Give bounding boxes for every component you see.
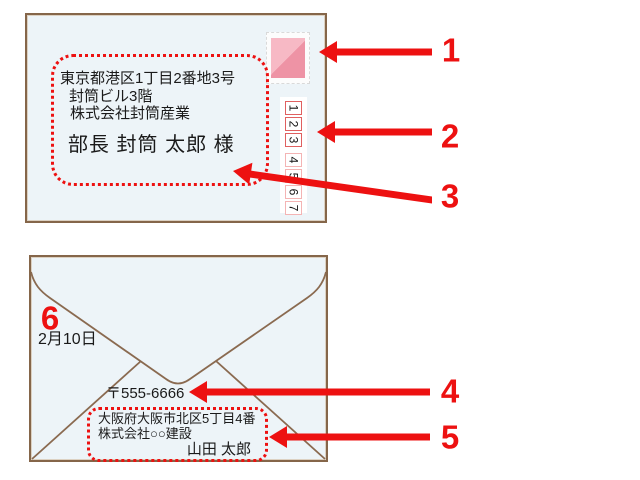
callout-number-2: 2 bbox=[440, 117, 460, 155]
postal-digit: 5 bbox=[286, 172, 301, 180]
callout-number-4: 4 bbox=[440, 372, 460, 410]
sender-address-dotted-box: 大阪府大阪市北区5丁目4番 株式会社○○建設 山田 太郎 bbox=[87, 407, 268, 462]
postal-digit: 6 bbox=[286, 188, 301, 196]
sender-address-line1: 大阪府大阪市北区5丁目4番 bbox=[98, 411, 256, 426]
postal-code-boxes: 1 2 3 4 5 6 7 bbox=[280, 97, 307, 215]
postal-code-box: 2 bbox=[285, 117, 302, 131]
postal-digit: 2 bbox=[286, 120, 301, 128]
postal-code-box: 3 bbox=[285, 133, 302, 147]
postage-stamp-icon bbox=[266, 32, 310, 84]
recipient-name: 部長 封筒 太郎 様 bbox=[68, 134, 235, 156]
postal-code-box: 4 bbox=[285, 153, 302, 167]
postal-code-box: 6 bbox=[285, 185, 302, 199]
sender-name: 山田 太郎 bbox=[186, 441, 251, 458]
date-label: 2月10日 bbox=[38, 331, 97, 348]
recipient-address-line1: 東京都港区1丁目2番地3号 bbox=[60, 70, 236, 87]
callout-number-1: 1 bbox=[441, 31, 461, 69]
arrow-1-stamp bbox=[319, 41, 432, 63]
arrow-2-postal-boxes bbox=[317, 121, 432, 143]
postal-code-box: 7 bbox=[285, 201, 302, 215]
postal-digit: 3 bbox=[286, 136, 301, 144]
envelope-front: 東京都港区1丁目2番地3号 封筒ビル3階 株式会社封筒産業 部長 封筒 太郎 様… bbox=[25, 13, 327, 223]
callout-number-5: 5 bbox=[440, 418, 460, 456]
stamp-pink-fill bbox=[271, 38, 305, 78]
sender-company: 株式会社○○建設 bbox=[98, 426, 192, 441]
postal-digit: 4 bbox=[286, 156, 301, 164]
callout-number-6: 6 bbox=[40, 299, 60, 337]
recipient-address-line3: 株式会社封筒産業 bbox=[70, 105, 191, 122]
postal-digit: 1 bbox=[286, 104, 301, 112]
recipient-address-dotted-box bbox=[51, 54, 269, 186]
callout-number-3: 3 bbox=[440, 177, 460, 215]
recipient-address-line2: 封筒ビル3階 bbox=[69, 88, 153, 105]
envelope-back: 2月10日 〒555-6666 大阪府大阪市北区5丁目4番 株式会社○○建設 山… bbox=[29, 255, 328, 462]
postal-code-box: 1 bbox=[285, 101, 302, 115]
postal-digit: 7 bbox=[286, 204, 301, 212]
envelope-flap-lines bbox=[31, 271, 326, 460]
sender-postal-code: 〒555-6666 bbox=[106, 385, 185, 402]
postal-code-box: 5 bbox=[285, 169, 302, 183]
